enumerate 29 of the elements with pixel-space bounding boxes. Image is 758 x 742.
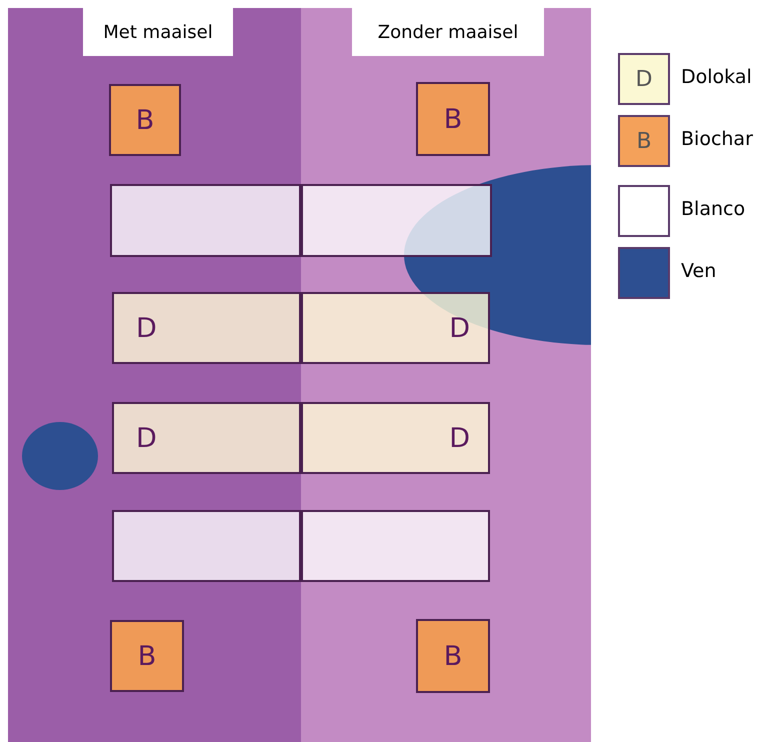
blank-plot bbox=[112, 510, 301, 582]
plot-letter: D bbox=[136, 422, 157, 454]
blank-plot bbox=[301, 184, 492, 257]
column-heading: Zonder maaisel bbox=[352, 8, 544, 56]
dolokal-plot bbox=[112, 402, 301, 474]
plot-letter: D bbox=[449, 312, 470, 344]
column-heading: Met maaisel bbox=[83, 8, 233, 56]
legend-label: Biochar bbox=[681, 128, 753, 150]
biochar-plot bbox=[110, 620, 184, 692]
biochar-plot bbox=[416, 82, 490, 156]
blank-plot bbox=[301, 510, 490, 582]
plot-letter: B bbox=[444, 640, 462, 672]
plot-letter: B bbox=[444, 104, 462, 134]
legend-label: Dolokal bbox=[681, 66, 752, 88]
plot-letter: D bbox=[136, 312, 157, 344]
biochar-plot bbox=[109, 84, 181, 156]
biochar-plot bbox=[416, 619, 490, 693]
legend-label: Blanco bbox=[681, 198, 746, 220]
swatch-letter: B bbox=[636, 128, 652, 154]
plot-letter: B bbox=[138, 640, 156, 672]
dolokal-plot bbox=[112, 292, 301, 364]
dolokal-plot bbox=[301, 292, 490, 364]
pond-shape bbox=[22, 422, 98, 490]
blank-plot bbox=[110, 184, 301, 257]
plot-letter: D bbox=[449, 422, 470, 454]
swatch-letter: D bbox=[636, 66, 652, 92]
legend-label: Ven bbox=[681, 260, 716, 282]
dolokal-plot bbox=[301, 402, 490, 474]
plot-letter: B bbox=[136, 104, 154, 136]
